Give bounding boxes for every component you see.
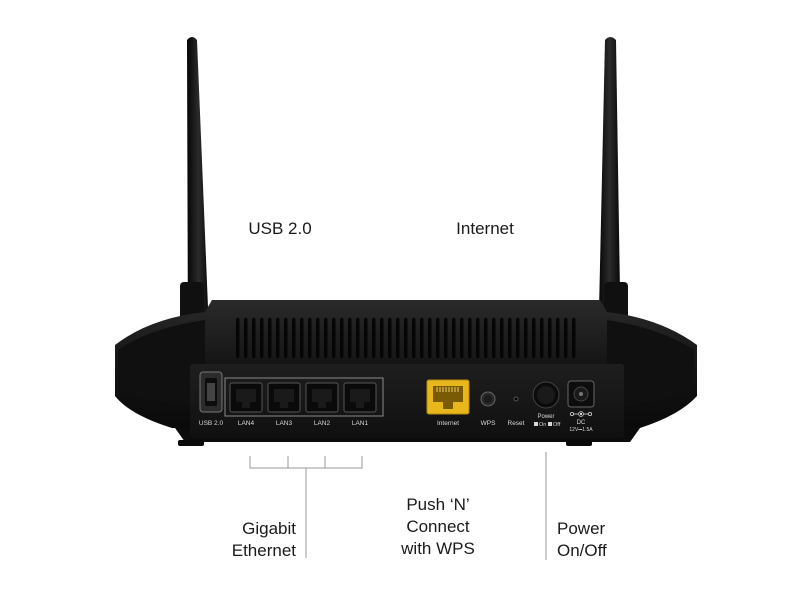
vent-slots <box>236 318 576 358</box>
lan1-label: LAN1 <box>352 420 369 427</box>
power-off-label: Off <box>553 422 561 428</box>
power-on-square-icon <box>534 422 538 426</box>
lan2-label: LAN2 <box>314 420 331 427</box>
wps-callout-line-1: Push ‘N’ <box>406 495 470 514</box>
vent-slot <box>500 318 504 358</box>
vent-slot <box>396 318 400 358</box>
ethernet-callout-line-2: Ethernet <box>231 541 296 560</box>
internet-port-label: Internet <box>437 420 459 427</box>
lan1-port[interactable] <box>343 382 377 413</box>
gigabit-ethernet-callout: Gigabit Ethernet <box>180 518 296 562</box>
vent-slot <box>348 318 352 358</box>
usb-port[interactable] <box>199 371 223 413</box>
vent-slot <box>420 318 424 358</box>
wps-callout-line-2: Connect <box>406 517 470 536</box>
vent-slot <box>404 318 408 358</box>
internet-callout: Internet <box>456 219 514 238</box>
wps-label: WPS <box>481 420 496 427</box>
vent-slot <box>444 318 448 358</box>
ethernet-bracket <box>249 456 363 558</box>
rear-panel <box>190 364 624 438</box>
vent-slot <box>356 318 360 358</box>
vent-slot <box>236 318 240 358</box>
vent-slot <box>316 318 320 358</box>
vent-slot <box>364 318 368 358</box>
vent-slot <box>484 318 488 358</box>
power-callout-line-2: On/Off <box>557 541 607 560</box>
wps-button[interactable] <box>480 391 496 407</box>
vent-slot <box>332 318 336 358</box>
vent-slot <box>324 318 328 358</box>
vent-slot <box>284 318 288 358</box>
vent-slot <box>252 318 256 358</box>
vent-slot <box>260 318 264 358</box>
vent-slot <box>524 318 528 358</box>
vent-slot <box>308 318 312 358</box>
vent-slot <box>572 318 576 358</box>
power-button[interactable] <box>532 381 560 409</box>
vent-slot <box>468 318 472 358</box>
vent-slot <box>476 318 480 358</box>
vent-slot <box>532 318 536 358</box>
vent-slot <box>548 318 552 358</box>
vent-slot <box>268 318 272 358</box>
internet-port[interactable] <box>426 379 470 415</box>
usb-port-label: USB 2.0 <box>199 420 224 427</box>
ethernet-callout-line-1: Gigabit <box>242 519 296 538</box>
vent-slot <box>372 318 376 358</box>
lan-port-group <box>224 377 384 417</box>
vent-slot <box>292 318 296 358</box>
vent-slot <box>388 318 392 358</box>
vent-slot <box>516 318 520 358</box>
wps-callout-line-3: with WPS <box>401 539 475 558</box>
usb-callout: USB 2.0 <box>248 219 312 238</box>
power-label: Power <box>537 414 554 420</box>
vent-slot <box>428 318 432 358</box>
vent-slot <box>412 318 416 358</box>
vent-slot <box>556 318 560 358</box>
power-off-square-icon <box>548 422 552 426</box>
lan3-label: LAN3 <box>276 420 293 427</box>
reset-pinhole[interactable] <box>513 396 519 402</box>
vent-slot <box>276 318 280 358</box>
lan3-port[interactable] <box>267 382 301 413</box>
lan2-port[interactable] <box>305 382 339 413</box>
vent-slot <box>492 318 496 358</box>
vent-slot <box>452 318 456 358</box>
vent-slot <box>340 318 344 358</box>
dc-rating-label: 12V⎓1.5A <box>569 427 593 433</box>
vent-slot <box>540 318 544 358</box>
power-callout: Power On/Off <box>557 518 657 562</box>
dc-power-jack[interactable] <box>567 380 595 408</box>
dc-polarity-icon <box>570 411 593 417</box>
lan4-label: LAN4 <box>238 420 255 427</box>
vent-slot <box>508 318 512 358</box>
power-on-label: On <box>539 422 546 428</box>
vent-slot <box>300 318 304 358</box>
dc-label: DC <box>577 420 586 426</box>
vent-slot <box>460 318 464 358</box>
vent-slot <box>380 318 384 358</box>
vent-slot <box>436 318 440 358</box>
power-callout-line-1: Power <box>557 519 606 538</box>
vent-slot <box>564 318 568 358</box>
wps-callout: Push ‘N’ Connect with WPS <box>378 494 498 560</box>
lan4-port[interactable] <box>229 382 263 413</box>
vent-slot <box>244 318 248 358</box>
reset-label: Reset <box>508 420 525 427</box>
